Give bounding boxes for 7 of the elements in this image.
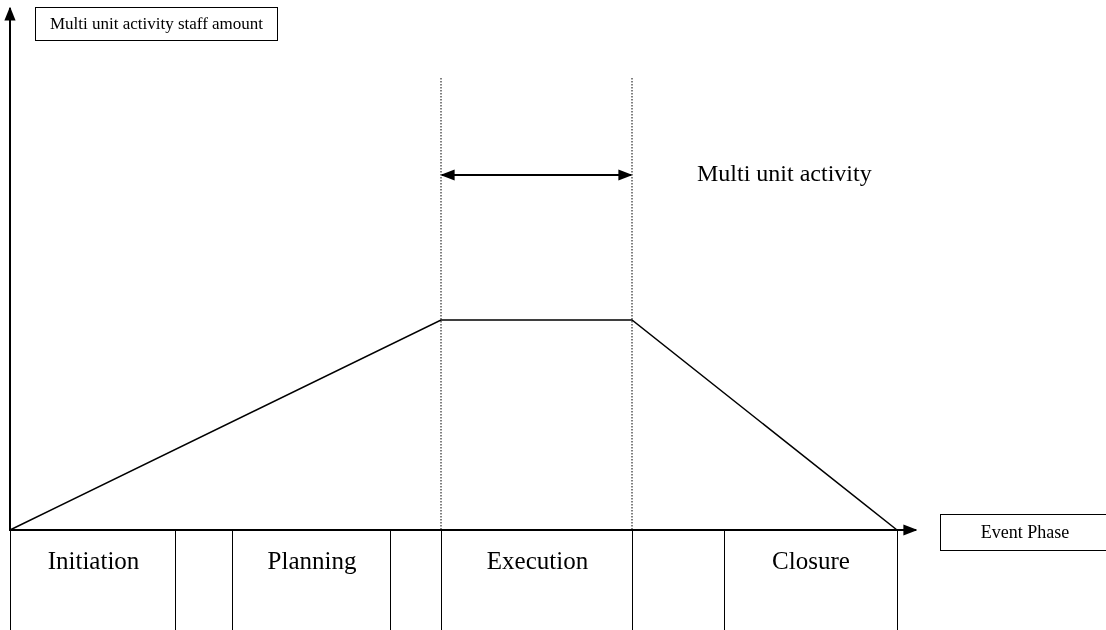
axis-label-box: Multi unit activity staff amount — [35, 7, 278, 41]
axis-label-box: Event Phase — [940, 514, 1106, 551]
phase-cell: Execution — [441, 530, 633, 630]
phase-cell: Initiation — [10, 530, 176, 630]
phase-cell: Closure — [724, 530, 898, 630]
annotation-text: Multi unit activity — [697, 160, 872, 187]
phase-cell: Planning — [232, 530, 391, 630]
